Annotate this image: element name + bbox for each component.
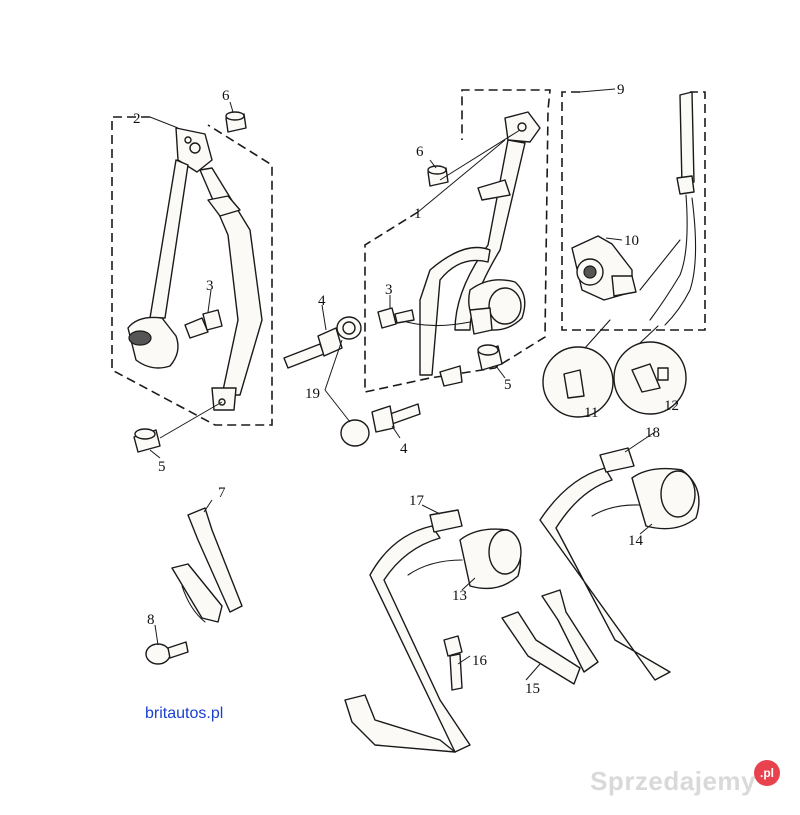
group-2-front-belt-assembly <box>111 116 273 426</box>
callout-5-right: 5 <box>504 377 512 393</box>
callout-18: 18 <box>645 425 660 441</box>
rear-belt-14 <box>539 447 700 681</box>
rear-buckles-15 <box>501 589 599 685</box>
callout-10: 10 <box>624 233 639 249</box>
connector-11 <box>542 319 614 418</box>
spacer-19-upper <box>336 316 362 340</box>
bush-6-right <box>427 165 449 187</box>
callout-4-lower: 4 <box>400 441 408 457</box>
bolt-3-right <box>377 307 415 329</box>
group-1-centre-belt-assembly <box>364 89 551 393</box>
source-caption: britautos.pl <box>145 705 224 722</box>
callout-6-right: 6 <box>416 144 424 160</box>
callout-15: 15 <box>525 681 540 697</box>
watermark-badge: .pl <box>754 760 780 786</box>
spacer-19-lower <box>340 419 370 447</box>
callout-labels: 1 2 3 3 4 4 5 5 6 6 7 8 9 10 11 12 13 14… <box>133 82 679 697</box>
buckle-stalk-7 <box>171 507 243 623</box>
callout-11: 11 <box>584 405 598 421</box>
callout-14: 14 <box>628 533 644 549</box>
bush-6-left <box>225 111 247 133</box>
callout-12: 12 <box>664 398 679 414</box>
callout-19: 19 <box>305 386 320 402</box>
callout-16: 16 <box>472 653 488 669</box>
bolt-4-upper <box>283 327 343 369</box>
bolt-3-left <box>184 309 223 339</box>
callout-3-right: 3 <box>385 282 393 298</box>
connector-12 <box>613 325 687 415</box>
bush-5-left <box>133 428 161 453</box>
callout-6-left: 6 <box>222 88 230 104</box>
group-9-height-adjuster <box>561 91 706 331</box>
leader-lines <box>149 88 656 681</box>
bush-5-right <box>477 344 503 371</box>
callout-5-left: 5 <box>158 459 166 475</box>
bolt-4-lower <box>371 403 421 433</box>
callout-17: 17 <box>409 493 425 509</box>
callout-2: 2 <box>133 111 141 127</box>
callout-4-upper: 4 <box>318 293 326 309</box>
callout-9: 9 <box>617 82 625 98</box>
callout-1: 1 <box>414 206 422 222</box>
watermark-text: Sprzedajemy <box>590 766 756 796</box>
callout-13: 13 <box>452 588 467 604</box>
callout-3-left: 3 <box>206 278 214 294</box>
bolt-8 <box>145 641 189 665</box>
callout-8: 8 <box>147 612 155 628</box>
callout-7: 7 <box>218 485 226 501</box>
rear-belt-13 <box>344 509 522 753</box>
